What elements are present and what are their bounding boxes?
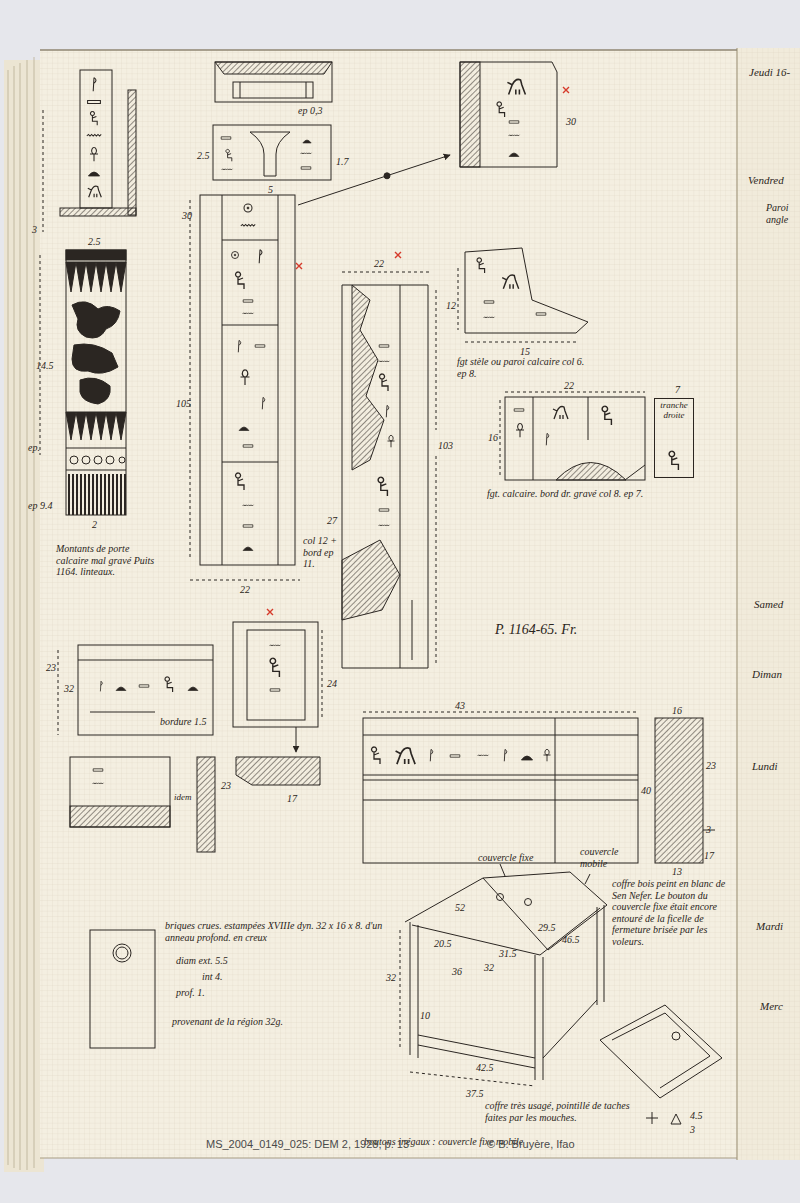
date-heading: Jeudi 16- [749,66,790,79]
dimension-label: 22 [374,258,384,270]
dimension-label: 5 [268,184,273,196]
handwritten-note: coffre bois peint en blanc de Sen Nefer.… [612,878,732,947]
handwritten-note: bordure 1.5 [160,716,206,728]
watermark: MS_2004_0149_025: DEM 2, 1928, p. 13 [206,1138,409,1151]
handwritten-note: diam ext. 5.5 [176,955,228,967]
handwritten-note: int 4. [202,971,223,983]
dimension-label: 30 [566,116,576,128]
dimension-label: 42.5 [476,1062,494,1074]
dimension-label: 30 [182,210,192,222]
dimension-label: 17 [704,850,714,862]
dimension-label: 15 [520,346,530,358]
node-text: tranche droite [657,401,691,421]
handwritten-note: Montants de porte calcaire mal gravé Pui… [56,543,164,578]
handwritten-note: ep 0,3 [298,105,322,117]
dimension-label: 1.7 [336,156,349,168]
handwritten-note: couvercle fixe [478,852,533,864]
dimension-label: 31.5 [499,948,517,960]
handwritten-note: provenant de la région 32g. [172,1016,283,1028]
dimension-label: 3 [706,824,711,836]
date-heading: Diman [752,668,782,681]
dimension-label: 52 [455,902,465,914]
dimension-label: 23 [221,780,231,792]
dimension-label: 29.5 [538,922,556,934]
dimension-label: 7 [675,384,680,396]
handwritten-note: coffre très usagé, pointillé de taches f… [485,1100,635,1123]
dimension-label: 4.5 [690,1110,703,1122]
dimension-label: 16 [672,705,682,717]
handwritten-note: Paroi angle [766,202,796,225]
handwritten-note: idem [174,792,192,802]
handwritten-note: briques crues. estampées XVIIIe dyn. 32 … [165,920,400,943]
handwritten-note: ep 9.4 [28,500,52,512]
date-heading: Lundi [752,760,778,773]
dimension-label: 12 [446,300,456,312]
dimension-label: 22 [240,584,250,596]
dimension-label: 32 [484,962,494,974]
dimension-label: 43 [455,700,465,712]
handwritten-note: couvercle mobile [580,846,624,869]
dimension-label: 3 [690,1124,695,1136]
dimension-label: 32 [386,972,396,984]
dimension-label: 32 [64,683,74,695]
handwritten-note: ep. [28,442,40,454]
dimension-label: 20.5 [434,938,452,950]
dimension-label: 103 [438,440,453,452]
dimension-label: 16 [488,432,498,444]
dimension-label: 24 [327,678,337,690]
handwritten-note: col 12 + bord ep 11. [303,535,345,570]
dimension-label: 37.5 [466,1088,484,1100]
handwritten-note: prof. 1. [176,987,205,999]
dimension-label: 3 [32,224,37,236]
dimension-label: 46.5 [562,934,580,946]
handwritten-note: fgt. calcaire. bord dr. gravé col 8. ep … [487,488,647,500]
date-heading: Merc [760,1000,783,1013]
watermark: © B. Bruyère, Ifao [487,1138,575,1151]
dimension-label: 2.5 [197,150,210,162]
date-heading: Mardi [756,920,783,933]
date-heading: Samed [754,598,783,611]
dimension-label: 27 [327,515,337,527]
slice-box: tranche droite [654,398,694,478]
dimension-label: 40 [641,785,651,797]
dimension-label: 105 [176,398,191,410]
handwritten-note: P. 1164-65. Fr. [495,622,577,638]
dimension-label: 2 [92,519,97,531]
dimension-label: 23 [706,760,716,772]
dimension-label: 22 [564,380,574,392]
dimension-label: 17 [287,793,297,805]
dimension-label: 2.5 [88,236,101,248]
dimension-label: 14.5 [36,360,54,372]
handwritten-note: fgt stèle ou paroi calcaire col 6. ep 8. [457,356,592,379]
dimension-label: 23 [46,662,56,674]
date-heading: Vendred [748,174,784,187]
dimension-label: 13 [672,866,682,878]
dimension-label: 36 [452,966,462,978]
dimension-label: 10 [420,1010,430,1022]
